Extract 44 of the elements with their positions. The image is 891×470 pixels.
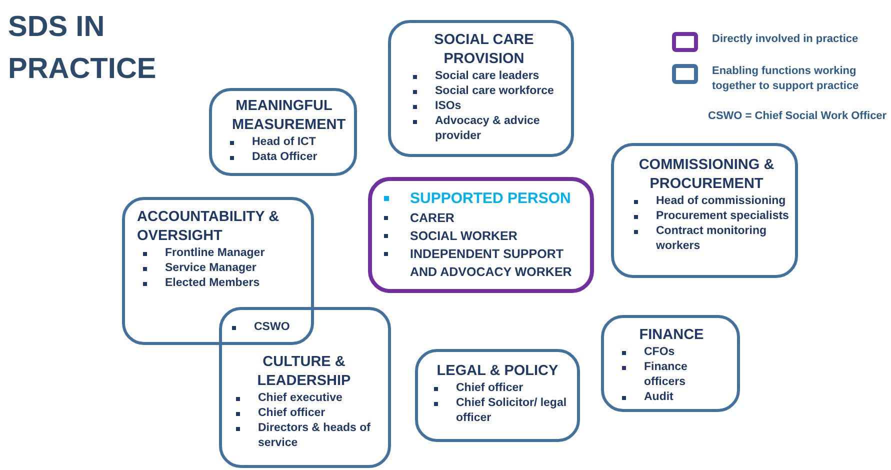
bullet-item: Procurement specialists bbox=[628, 209, 789, 224]
bullet-item: Advocacy & advice provider bbox=[407, 114, 565, 144]
bullet-item: INDEPENDENT SUPPORT AND ADVOCACY WORKER bbox=[376, 245, 584, 281]
rounded-box bbox=[611, 143, 798, 278]
box-heading: LEGAL & POLICY bbox=[436, 362, 560, 381]
bullet-item: CFOs bbox=[616, 345, 731, 360]
bullet-item: Head of commissioning bbox=[628, 194, 789, 209]
box-heading: CULTURE & LEADERSHIP bbox=[256, 353, 352, 391]
box-heading: MEANINGFUL MEASUREMENT bbox=[231, 97, 347, 135]
rounded-box bbox=[601, 315, 740, 412]
bullet-item: SOCIAL WORKER bbox=[376, 227, 584, 245]
bullet-item: Social care workforce bbox=[407, 84, 565, 99]
rounded-box bbox=[415, 349, 580, 442]
title: SDS IN PRACTICE bbox=[8, 10, 158, 87]
bullet-item: Frontline Manager bbox=[137, 246, 305, 261]
bullet-item: Directors & heads of service bbox=[230, 421, 382, 451]
box-heading: ACCOUNTABILITY & OVERSIGHT bbox=[137, 208, 280, 246]
highlighted-bullet-item: SUPPORTED PERSON bbox=[376, 189, 584, 209]
abbreviation-note: CSWO = Chief Social Work Officer bbox=[708, 110, 887, 122]
bullet-item: Finance officers bbox=[616, 360, 731, 390]
box-heading: COMMISSIONING & PROCUREMENT bbox=[638, 156, 776, 194]
legend-text: Directly involved in practice bbox=[712, 32, 860, 47]
bullet-item: Social care leaders bbox=[407, 69, 565, 84]
rounded-box bbox=[388, 20, 574, 157]
bullet-item: Chief officer bbox=[230, 406, 382, 421]
bullet-item: Audit bbox=[616, 390, 731, 405]
rounded-box bbox=[219, 307, 391, 468]
bullet-item: CSWO bbox=[226, 320, 382, 335]
bullet-item: Service Manager bbox=[137, 261, 305, 276]
rounded-box bbox=[122, 197, 314, 345]
bullet-item: Contract monitoring workers bbox=[628, 224, 789, 254]
box-heading: FINANCE bbox=[638, 326, 705, 345]
box-heading: SOCIAL CARE PROVISION bbox=[433, 31, 535, 69]
bullet-item: Data Officer bbox=[224, 150, 348, 165]
bullet-item: Head of ICT bbox=[224, 135, 348, 150]
bullet-item: Elected Members bbox=[137, 276, 305, 291]
bullet-item: Chief Solicitor/ legal officer bbox=[428, 396, 571, 426]
rounded-box bbox=[209, 88, 357, 176]
bullet-item: Chief executive bbox=[230, 391, 382, 406]
bullet-item: CARER bbox=[376, 209, 584, 227]
highlighted-box bbox=[368, 177, 594, 293]
legend-text: Enabling functions working together to support practice bbox=[712, 64, 860, 94]
bullet-item: Chief officer bbox=[428, 381, 571, 396]
bullet-item: ISOs bbox=[407, 99, 565, 114]
